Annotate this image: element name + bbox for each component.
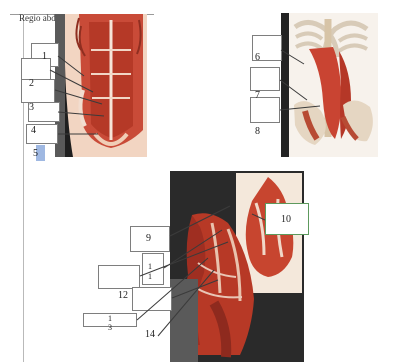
leader-line-2 [50,70,93,92]
leader-line-9 [170,206,230,236]
leader-line-15 [158,270,214,336]
leader-line-11 [164,230,222,268]
leader-line-10 [252,214,265,220]
leader-line-12 [140,242,228,276]
leader-line-4 [58,112,104,116]
leader-line-7 [280,80,307,100]
leader-line-13 [172,280,218,298]
leader-line-6 [281,50,304,64]
leader-line-8 [280,106,320,110]
leader-line-1 [58,56,84,76]
leader-line-3 [55,90,102,104]
